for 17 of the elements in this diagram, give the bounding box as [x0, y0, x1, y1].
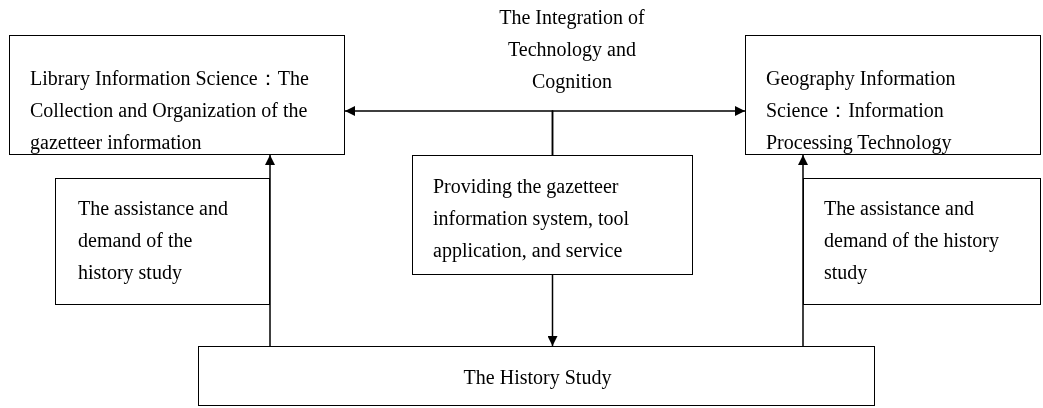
- process-box: [55, 178, 270, 305]
- box-text: The History Study: [462, 365, 613, 391]
- process-box: [745, 35, 1041, 155]
- arrow: [551, 106, 746, 156]
- box-text: The assistance and demand of the history study: [824, 196, 1000, 286]
- arrow: [547, 274, 558, 347]
- box-text: Providing the gazetteer information system, tool application, and service: [433, 174, 631, 264]
- box-text: Library Information Science：The Collection and Organization of the gazetteer information: [30, 66, 310, 156]
- arrow: [265, 154, 275, 347]
- box-text: Geography Information Science：Information Processing Technology: [766, 66, 957, 156]
- process-box: [9, 35, 345, 155]
- line-label: The Integration of Technology and Cognition: [498, 5, 646, 95]
- process-box: [198, 346, 875, 406]
- process-box: [412, 155, 693, 275]
- arrow: [798, 154, 808, 347]
- box-text: The assistance and demand of the history study: [78, 196, 229, 286]
- process-box: [803, 178, 1041, 305]
